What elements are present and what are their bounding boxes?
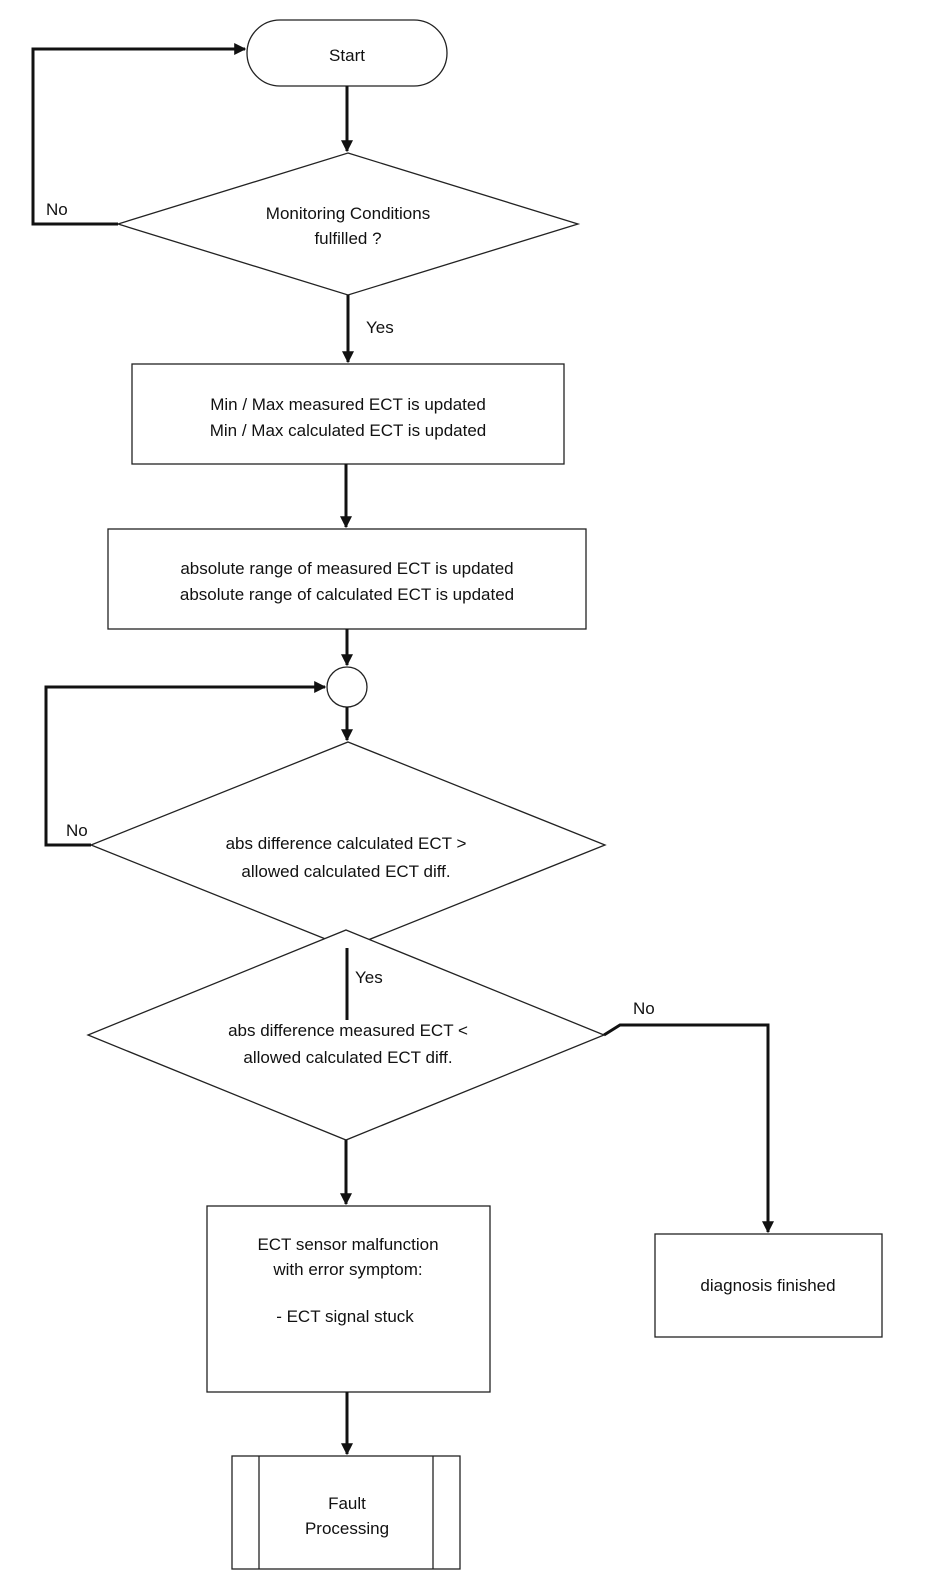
decision-monitoring-line-1: Monitoring Conditions (266, 204, 430, 223)
process-range-shape (107, 528, 587, 630)
process-malfunction-shape (206, 1205, 491, 1393)
process-minmax-shape (131, 363, 565, 465)
label-yes-calc-diff: Yes (355, 968, 383, 987)
process-minmax-line-2: Min / Max calculated ECT is updated (210, 421, 487, 440)
subprocess-fault-shape (231, 1455, 461, 1570)
process-range-update: absolute range of measured ECT is update… (107, 528, 587, 630)
decision-meas-diff-line-1: abs difference measured ECT < (228, 1021, 468, 1040)
process-diagnosis-finished: diagnosis finished (654, 1233, 883, 1338)
label-no-monitoring: No (46, 200, 68, 219)
subprocess-fault-processing: Fault Processing (231, 1455, 461, 1570)
process-minmax-update: Min / Max measured ECT is updated Min / … (131, 363, 565, 465)
process-minmax-line-1: Min / Max measured ECT is updated (210, 395, 486, 414)
process-finished-label: diagnosis finished (700, 1276, 835, 1295)
start-label: Start (329, 46, 365, 65)
process-malfunction-line-1: ECT sensor malfunction (257, 1235, 438, 1254)
edge-monitoring-no-loop (31, 43, 247, 226)
edge-meas-diff-no (603, 1023, 774, 1234)
decision-monitoring-conditions: Monitoring Conditions fulfilled ? (115, 152, 581, 296)
label-yes-monitoring: Yes (366, 318, 394, 337)
process-malfunction-line-3: - ECT signal stuck (276, 1307, 414, 1326)
process-finished-shape (654, 1233, 883, 1338)
decision-calc-diff: abs difference calculated ECT > allowed … (89, 741, 607, 949)
decision-monitoring-line-2: fulfilled ? (314, 229, 381, 248)
process-malfunction-line-2: with error symptom: (272, 1260, 422, 1279)
edge-calc-diff-no-loop (44, 681, 327, 847)
process-range-line-2: absolute range of calculated ECT is upda… (180, 585, 514, 604)
subprocess-fault-line-1: Fault (328, 1494, 366, 1513)
label-no-meas-diff: No (633, 999, 655, 1018)
process-range-line-1: absolute range of measured ECT is update… (180, 559, 513, 578)
decision-meas-diff-line-2: allowed calculated ECT diff. (243, 1048, 452, 1067)
connector-circle-shape (326, 666, 368, 708)
process-sensor-malfunction: ECT sensor malfunction with error sympto… (206, 1205, 491, 1393)
decision-calc-diff-line-1: abs difference calculated ECT > (226, 834, 467, 853)
decision-monitoring-shape (115, 152, 581, 296)
label-no-calc-diff: No (66, 821, 88, 840)
decision-meas-diff: abs difference measured ECT < allowed ca… (86, 929, 606, 1141)
connector-circle (326, 666, 368, 708)
subprocess-fault-line-2: Processing (305, 1519, 389, 1538)
decision-calc-diff-line-2: allowed calculated ECT diff. (241, 862, 450, 881)
start-terminal: Start (246, 19, 448, 87)
